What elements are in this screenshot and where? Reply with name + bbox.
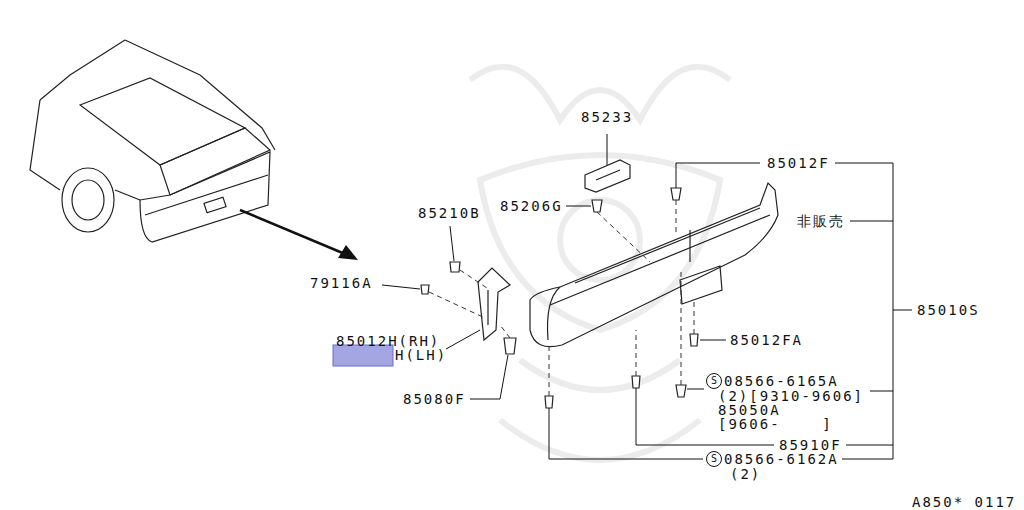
part-number: (2)	[730, 466, 761, 482]
part-number: 85010S	[917, 302, 980, 318]
figure-code: A850* 0117	[912, 494, 1016, 510]
part-number: 85012FA	[730, 332, 803, 348]
part-number: 85080F	[403, 391, 466, 407]
car-outline	[30, 40, 275, 242]
arrow-head	[338, 245, 358, 260]
part-number: (2)[9310-9606]	[718, 388, 864, 404]
part-number: 85050A	[718, 402, 781, 418]
part-number: 08566-6165A	[724, 373, 839, 389]
clips	[421, 188, 698, 408]
watermark	[470, 67, 730, 460]
part-number: 85910F	[779, 437, 842, 453]
part-number: 85210B	[418, 205, 481, 221]
part-number: 85012F	[767, 155, 830, 171]
part-number: 85233	[581, 109, 633, 125]
leader-lines	[382, 134, 912, 459]
part-number: 非販売	[797, 213, 845, 229]
part-number: 79116A	[310, 275, 373, 291]
circled-symbol: S	[706, 373, 722, 389]
part-number: 85012H(RH)	[336, 333, 440, 349]
pointer-arrow	[240, 210, 345, 254]
side-bracket	[478, 268, 510, 340]
part-number: [9606- ]	[718, 416, 833, 432]
part-number: 85206G	[500, 198, 563, 214]
part-number: 08566-6162A	[724, 451, 839, 467]
part-number: H(LH)	[395, 347, 447, 363]
circled-symbol: S	[706, 451, 722, 467]
bumper	[530, 183, 778, 347]
assembly-lines	[429, 200, 694, 396]
